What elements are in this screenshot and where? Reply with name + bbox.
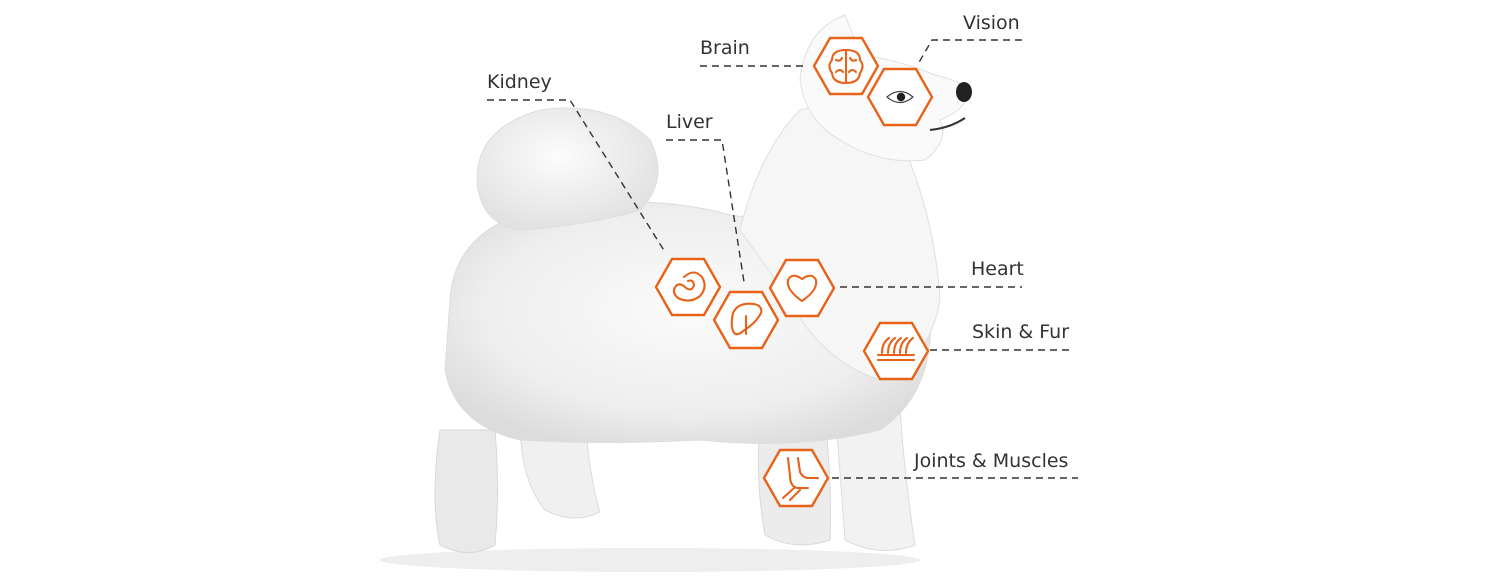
back-leg-right [519,419,601,519]
brain-badge [812,36,880,96]
liver-leader [666,139,745,283]
dog-mouth [929,117,966,131]
back-leg-left [434,429,498,553]
heart-label: Heart [971,258,1024,280]
kidney-icon [672,271,706,302]
dog-neck [739,106,941,381]
liver-icon [730,302,763,336]
dog-tail [476,107,659,231]
joints-muscles-badge [762,448,830,508]
labels: Brain Vision Kidney Liver Heart Skin & F… [487,12,1069,472]
heart-badge [768,258,836,318]
ground-shadow [380,548,920,572]
leader-lines [487,39,1078,479]
skin-fur-badge [862,321,930,381]
joints-muscles-label: Joints & Muscles [913,450,1068,472]
joint-icon [781,456,820,502]
vision-label: Vision [963,12,1020,34]
heart-icon [786,274,818,303]
brain-icon [828,48,864,85]
fur-icon [876,336,916,362]
front-leg-right [834,409,916,551]
skin-fur-label: Skin & Fur [972,321,1069,343]
liver-badge [712,290,780,350]
kidney-leader [487,99,666,253]
vision-leader [917,39,1022,65]
eye-icon [886,90,914,104]
vision-badge [866,67,934,127]
liver-label: Liver [666,111,713,133]
brain-label: Brain [700,37,750,59]
kidney-badge [654,257,722,317]
dog-nose [956,82,972,102]
kidney-label: Kidney [487,71,552,93]
